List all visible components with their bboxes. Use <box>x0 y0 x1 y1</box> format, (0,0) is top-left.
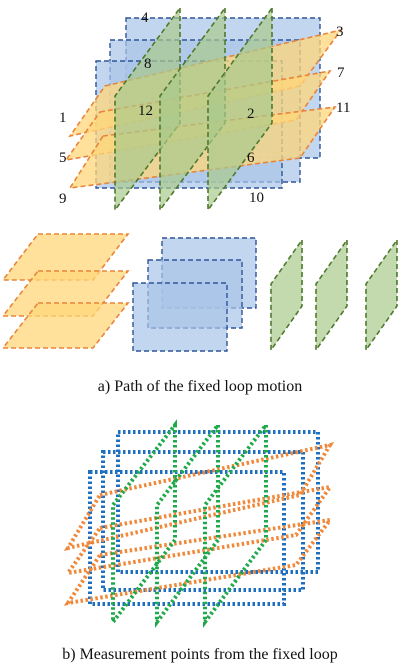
plane-label-11: 11 <box>336 100 350 116</box>
measurement-lattice <box>63 419 335 629</box>
composite-planes <box>64 5 343 213</box>
green-loop-right <box>203 419 268 629</box>
sagittal-plane-icon <box>270 237 398 353</box>
sagittal-plane-piece-3 <box>365 237 398 353</box>
horizontal-plane-piece-3 <box>1 302 130 349</box>
plane-label-5: 5 <box>59 150 67 166</box>
plane-label-7: 7 <box>337 65 345 81</box>
orange-loop-top <box>63 442 335 551</box>
frontal-plane-icon <box>132 237 257 352</box>
plane-label-3: 3 <box>336 24 344 40</box>
plane-label-1: 1 <box>59 110 67 126</box>
blue-loop-front <box>88 470 286 606</box>
plane-label-8: 8 <box>144 56 152 72</box>
plane-label-10: 10 <box>249 190 264 206</box>
sagittal-plane-right <box>207 5 273 213</box>
orange-loop-middle <box>63 484 335 576</box>
plane-label-2: 2 <box>247 106 255 122</box>
sagittal-plane-piece-1 <box>270 237 303 353</box>
caption-b: b) Measurement points from the fixed loo… <box>62 646 338 663</box>
orange-loop-bottom <box>63 517 335 606</box>
horizontal-plane-icon <box>1 233 130 349</box>
frontal-plane-piece-3 <box>132 282 228 352</box>
caption-a: a) Path of the fixed loop motion <box>98 378 302 395</box>
plane-labels: 1 2 3 4 5 6 7 8 9 10 11 12 <box>59 10 350 207</box>
blue-loop-middle <box>101 450 305 592</box>
sagittal-plane-piece-2 <box>315 237 348 353</box>
green-loop-left <box>111 419 177 628</box>
plane-label-6: 6 <box>247 150 255 166</box>
plane-label-12: 12 <box>138 103 153 119</box>
plane-label-4: 4 <box>141 10 149 26</box>
green-loop-middle <box>155 419 220 629</box>
plane-label-9: 9 <box>59 191 67 207</box>
